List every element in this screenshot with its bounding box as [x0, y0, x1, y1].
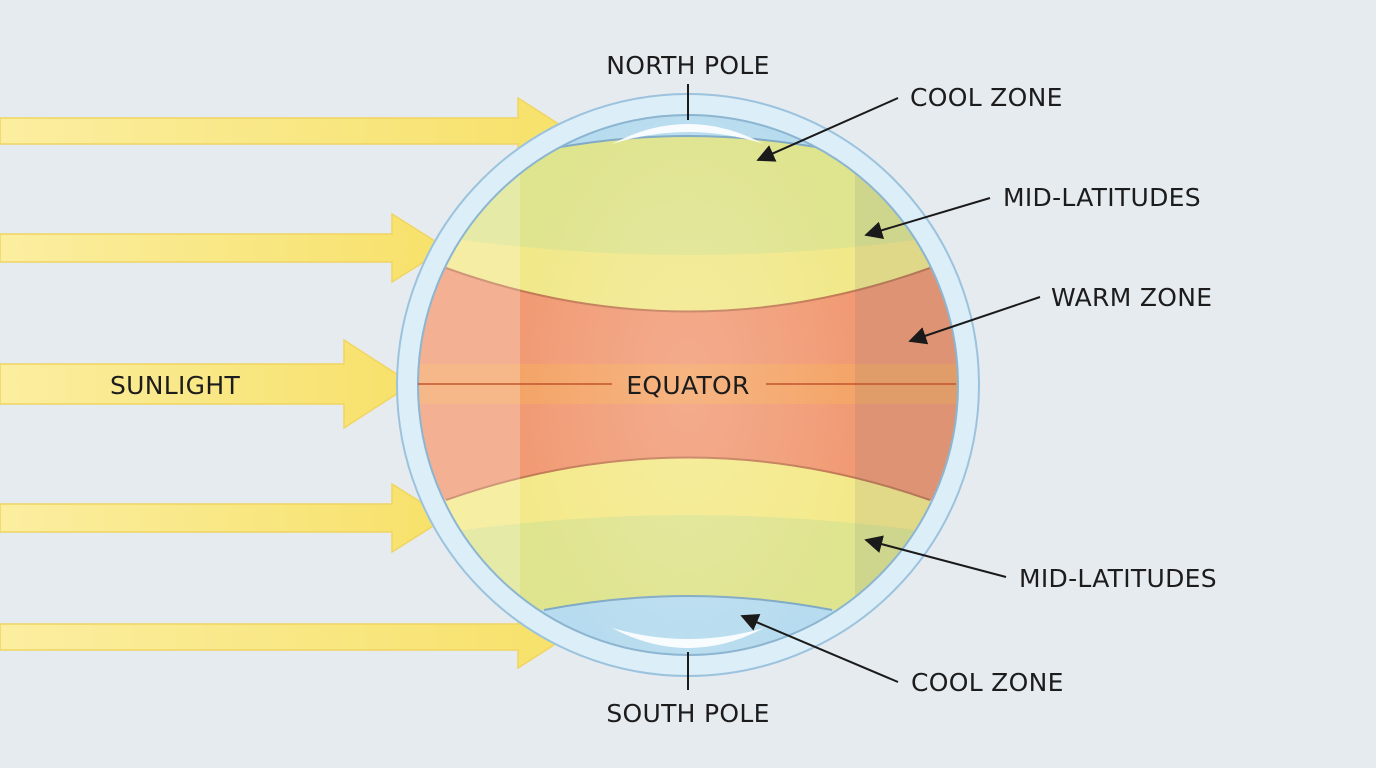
cool-zone-top-pointer [756, 97, 899, 162]
warm-zone-label: WARM ZONE [1051, 283, 1212, 312]
mid-latitudes-bottom-label: MID-LATITUDES [1019, 564, 1217, 593]
leader-arrows [740, 97, 1041, 683]
sunlight-arrow-3 [0, 338, 414, 430]
sunlight-arrows [0, 96, 570, 670]
cool-zone-bottom-pointer [740, 614, 899, 683]
cool-zone-bottom-label: COOL ZONE [911, 668, 1064, 697]
mid-latitudes-top-pointer [864, 197, 991, 239]
sunlight-arrow-1 [0, 96, 570, 164]
sunlight-arrow-2 [0, 212, 448, 284]
mid-latitudes-bottom-pointer [864, 535, 1007, 578]
north-pole-label: NORTH POLE [606, 51, 769, 80]
cool-zone-top-label: COOL ZONE [910, 83, 1063, 112]
sunlight-label: SUNLIGHT [110, 371, 240, 400]
equator-label: EQUATOR [626, 371, 749, 400]
south-pole-label: SOUTH POLE [606, 699, 769, 728]
sunlight-arrow-4 [0, 482, 448, 554]
warm-zone-pointer [908, 296, 1041, 345]
sunlight-arrow-5 [0, 602, 570, 670]
mid-latitudes-top-label: MID-LATITUDES [1003, 183, 1201, 212]
